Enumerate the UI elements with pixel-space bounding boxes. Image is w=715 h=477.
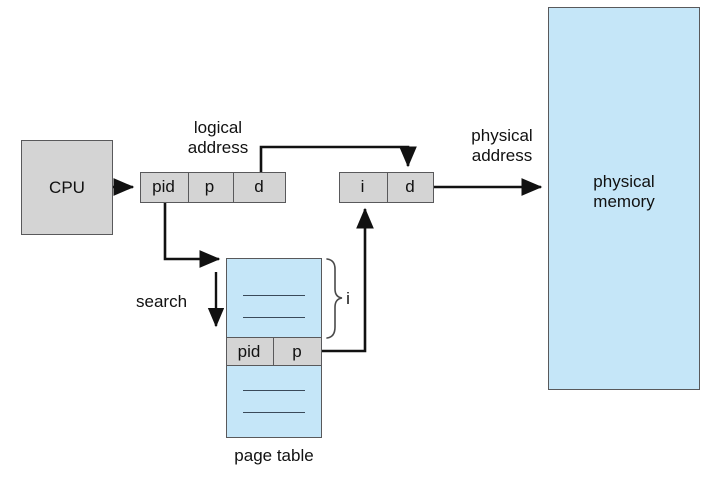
page-table-entry-field-p: p <box>292 342 302 361</box>
logical-address-divider-2 <box>233 173 234 202</box>
cpu-label: CPU <box>49 178 85 197</box>
index-brace <box>326 258 343 339</box>
physical-address-box <box>339 172 434 203</box>
wire-page-table-entry-to-index <box>322 207 374 353</box>
page-table-entry-field-pid: pid <box>237 342 261 361</box>
logical-address-field-p: p <box>204 177 215 196</box>
page-table-row-line-4 <box>243 412 305 413</box>
wire-offset-passthrough <box>259 145 417 172</box>
cpu-box <box>21 140 113 235</box>
page-table-row-line-1 <box>243 295 305 296</box>
page-table-row-line-3 <box>243 390 305 391</box>
page-table-caption: page table <box>234 446 314 465</box>
logical-address-divider-1 <box>188 173 189 202</box>
physical-address-field-i: i <box>360 177 365 196</box>
page-table-matched-entry <box>226 337 322 366</box>
physical-address-divider-1 <box>387 173 388 202</box>
wire-pid-to-page-table <box>163 203 221 268</box>
logical-address-field-pid: pid <box>152 177 175 196</box>
search-label: search <box>136 292 188 311</box>
physical-address-label: physical address <box>471 126 533 165</box>
physical-memory-label: physical memory <box>593 172 655 211</box>
physical-memory-box <box>548 7 700 390</box>
page-table-row-line-2 <box>243 317 305 318</box>
index-brace-label: i <box>346 289 350 308</box>
page-table-entry-divider <box>273 338 274 365</box>
logical-address-field-d: d <box>254 177 264 196</box>
logical-address-label: logical address <box>187 118 249 157</box>
physical-address-field-d: d <box>405 177 415 196</box>
logical-address-box <box>140 172 286 203</box>
